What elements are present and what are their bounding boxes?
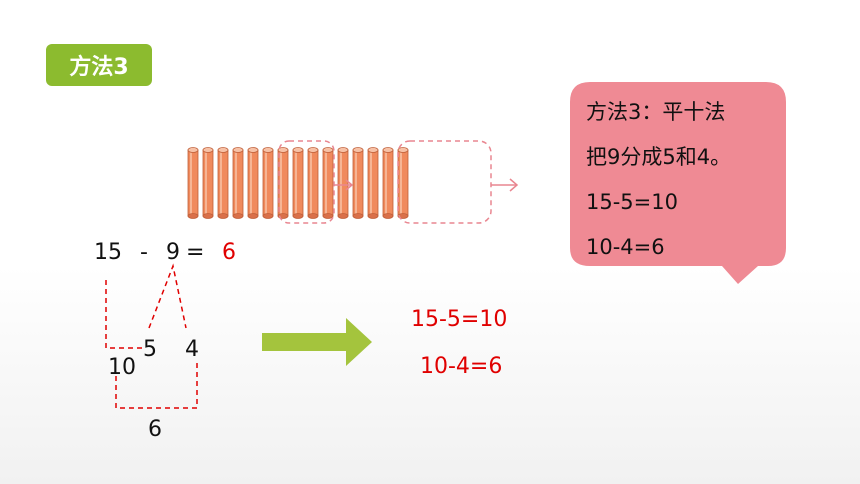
big-green-arrow (262, 318, 372, 366)
decomp-five: 5 (143, 337, 157, 362)
stick (337, 147, 349, 219)
stick (202, 147, 214, 219)
method-badge: 方法3 (46, 44, 152, 86)
dashed-box-sticks (278, 140, 335, 224)
bubble-line-3: 15-5=10 (586, 190, 678, 214)
result-line-2: 10-4=6 (420, 354, 503, 379)
bubble-line-4: 10-4=6 (586, 235, 665, 259)
stick (247, 147, 259, 219)
equation-minus: - (140, 240, 148, 265)
decomposition-lines (105, 263, 198, 409)
bubble-line-1: 方法3：平十法 (586, 100, 726, 124)
equation-subtrahend: 9 (166, 240, 180, 265)
stick (292, 147, 304, 219)
stick (352, 147, 364, 219)
small-arrow-1 (334, 179, 354, 191)
stick (307, 147, 319, 219)
stick (397, 147, 409, 219)
equation-minuend: 15 (94, 240, 122, 265)
sticks-bundle (187, 147, 409, 219)
decomp-four: 4 (185, 337, 199, 362)
stick (262, 147, 274, 219)
stick (232, 147, 244, 219)
result-line-1: 15-5=10 (411, 307, 508, 332)
decomp-ten: 10 (108, 355, 136, 380)
stick (187, 147, 199, 219)
small-arrow-2 (491, 178, 519, 192)
equation-equals: = (186, 240, 205, 265)
equation-result: 6 (222, 240, 236, 265)
stick (367, 147, 379, 219)
dashed-box-empty (397, 140, 492, 224)
speech-bubble (570, 82, 786, 284)
stick (382, 147, 394, 219)
stick (322, 147, 334, 219)
stick (277, 147, 289, 219)
stick (217, 147, 229, 219)
decomp-result: 6 (148, 417, 162, 442)
bubble-line-2: 把9分成5和4。 (586, 145, 732, 169)
